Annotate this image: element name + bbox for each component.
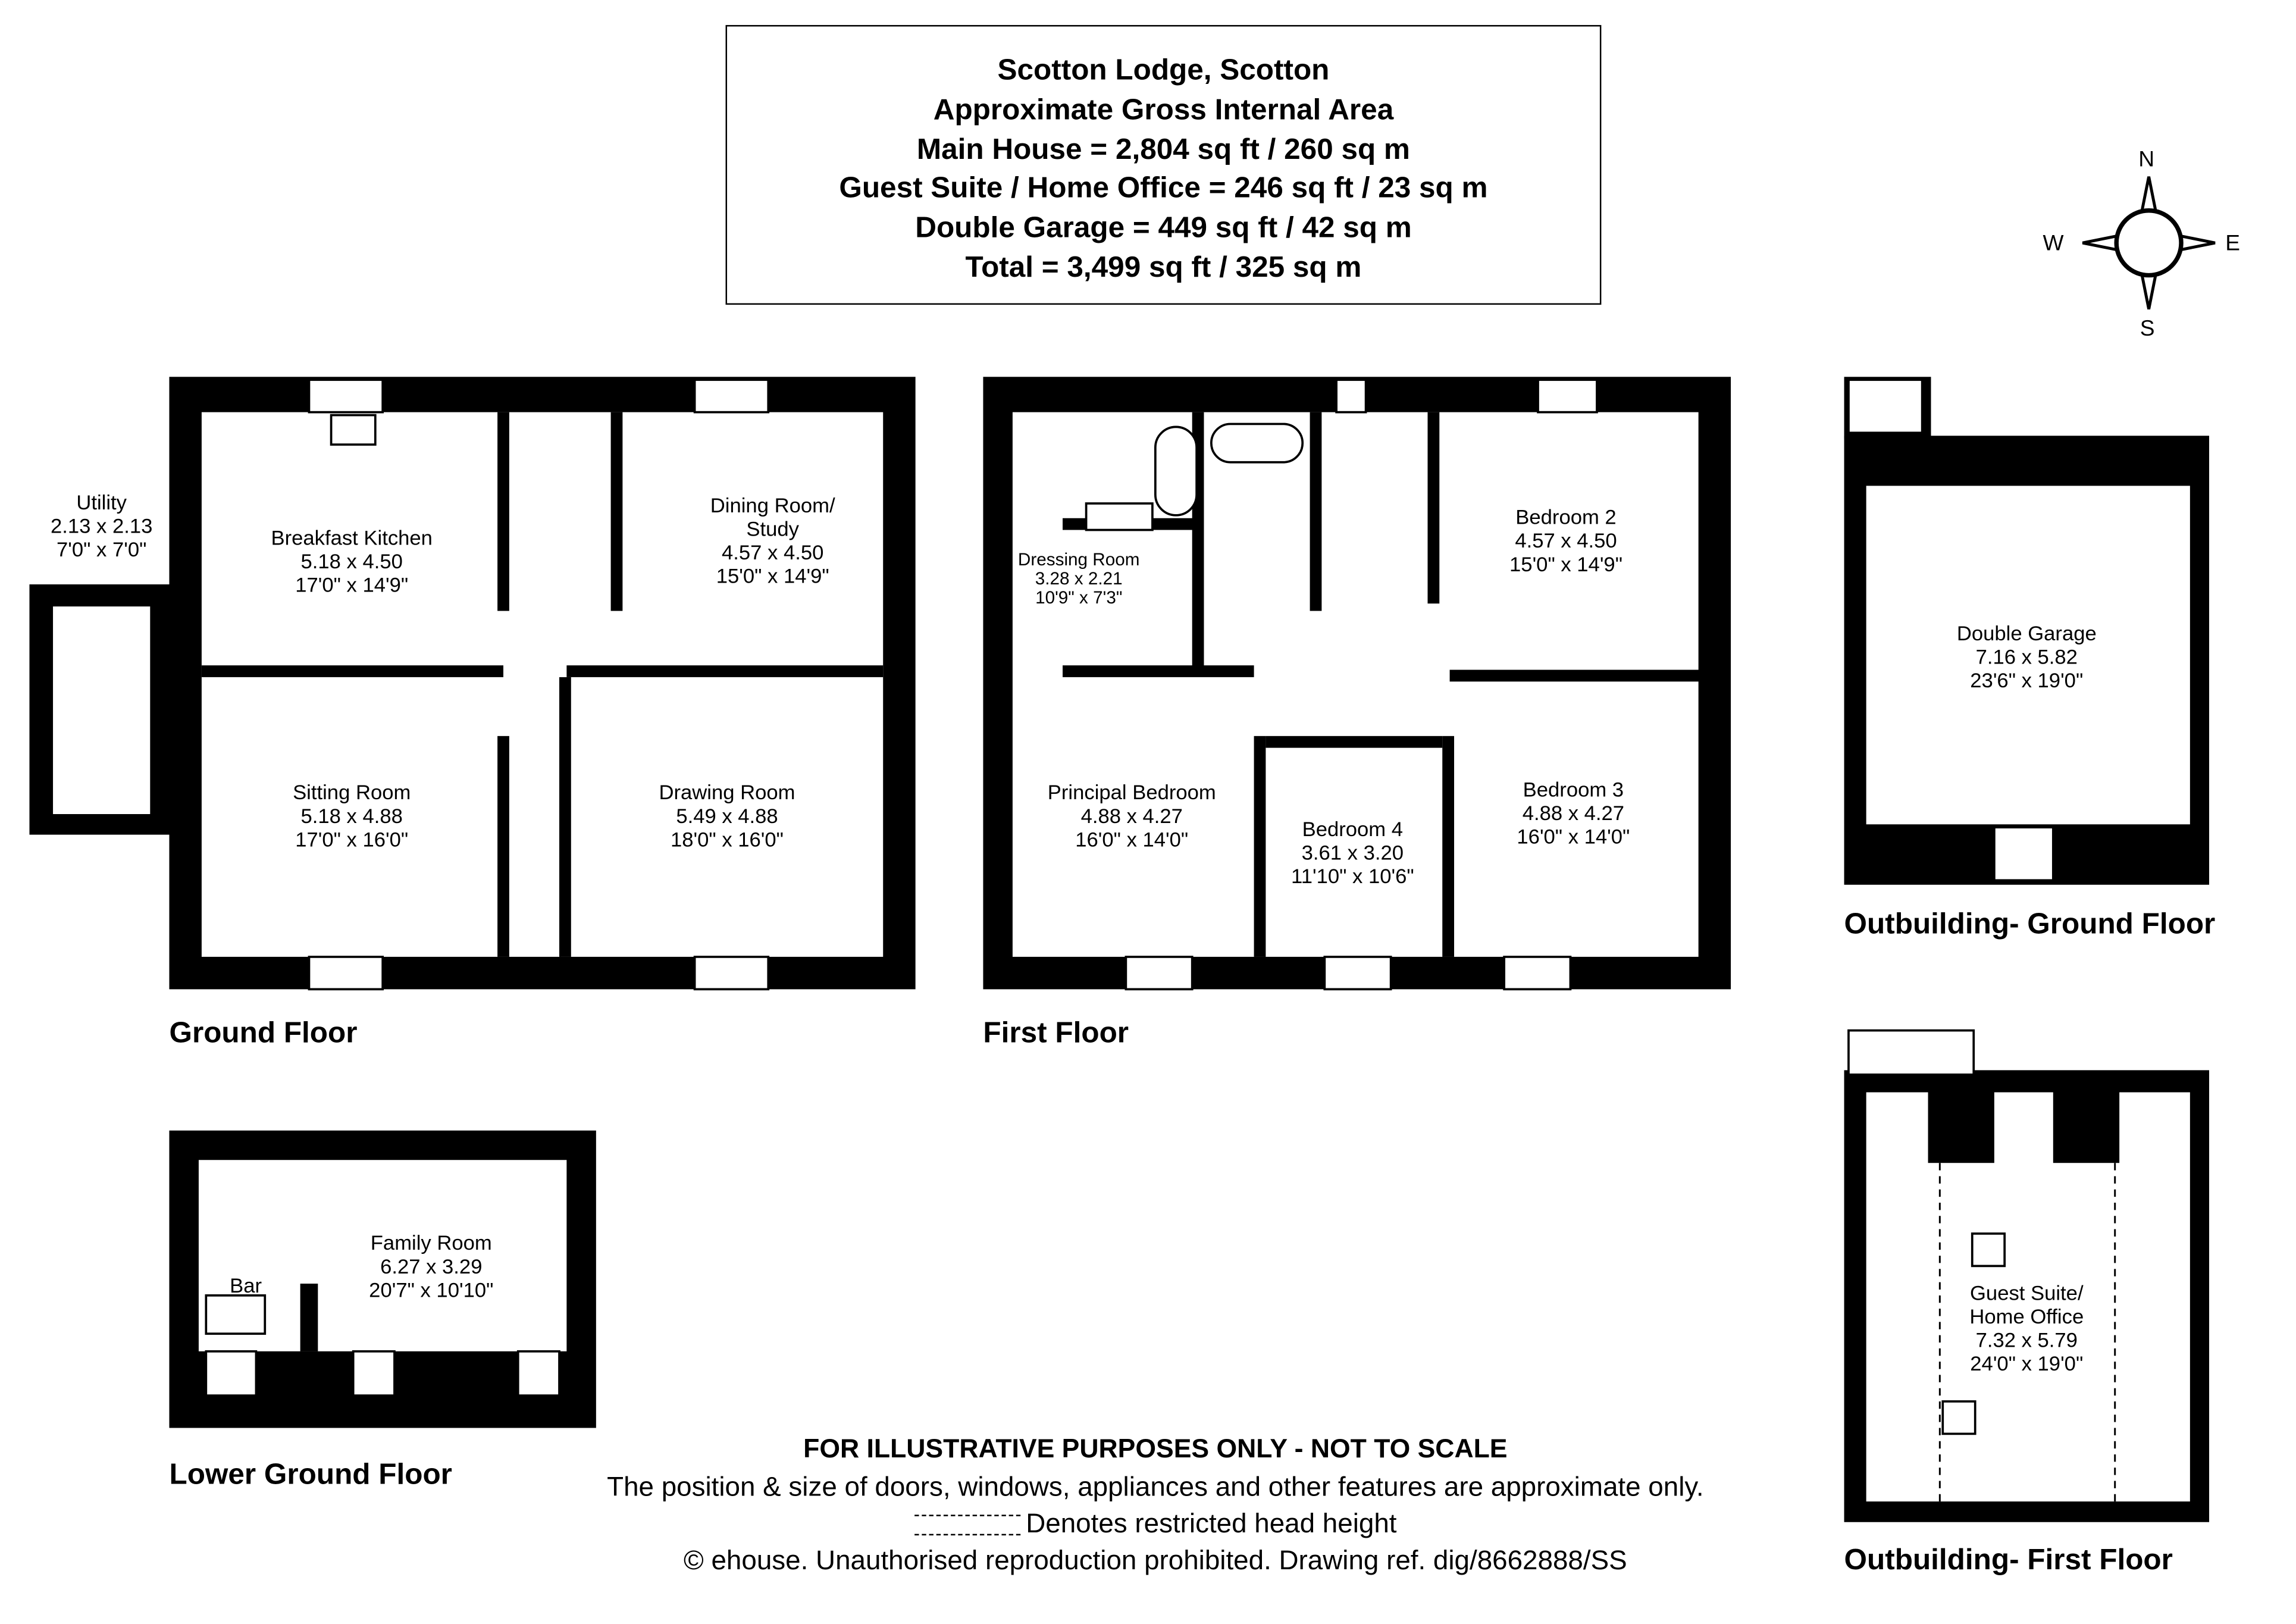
- room-bar: Bar: [230, 1273, 262, 1297]
- guest-suite-area: Guest Suite / Home Office = 246 sq ft / …: [839, 173, 1488, 205]
- compass-n: N: [2138, 147, 2155, 173]
- main-house-area: Main House = 2,804 sq ft / 260 sq m: [916, 133, 1410, 166]
- disclaimer: FOR ILLUSTRATIVE PURPOSES ONLY - NOT TO …: [803, 1434, 1508, 1463]
- ground-floor-label: Ground Floor: [169, 1017, 358, 1050]
- approx-note: The position & size of doors, windows, a…: [607, 1470, 1704, 1502]
- compass-s: S: [2140, 316, 2155, 342]
- restricted-height-legend: Denotes restricted head height: [607, 1504, 1703, 1541]
- first-floor-label: First Floor: [983, 1017, 1129, 1050]
- first-floor-walls: [983, 377, 1731, 990]
- area-summary: Scotton Lodge, Scotton Approximate Gross…: [725, 25, 1602, 305]
- outbuilding-first-label: Outbuilding- First Floor: [1844, 1544, 2173, 1577]
- dashed-line-icon: [914, 1515, 1020, 1536]
- lower-ground-floor-label: Lower Ground Floor: [169, 1459, 452, 1491]
- copyright: © ehouse. Unauthorised reproduction proh…: [684, 1544, 1627, 1575]
- outbuilding-ground-label: Outbuilding- Ground Floor: [1844, 908, 2216, 941]
- garage-area: Double Garage = 449 sq ft / 42 sq m: [915, 212, 1412, 245]
- total-area: Total = 3,499 sq ft / 325 sq m: [965, 251, 1362, 284]
- garage-walls: [1844, 436, 2210, 885]
- property-title: Scotton Lodge, Scotton: [997, 54, 1330, 87]
- compass-rose-icon: [2082, 176, 2216, 309]
- compass-w: W: [2043, 231, 2064, 256]
- utility-walls: [29, 584, 174, 835]
- compass-e: E: [2225, 231, 2241, 256]
- ground-floor-walls: [169, 377, 916, 990]
- notes: FOR ILLUSTRATIVE PURPOSES ONLY - NOT TO …: [607, 1431, 1703, 1578]
- area-subtitle: Approximate Gross Internal Area: [933, 93, 1394, 127]
